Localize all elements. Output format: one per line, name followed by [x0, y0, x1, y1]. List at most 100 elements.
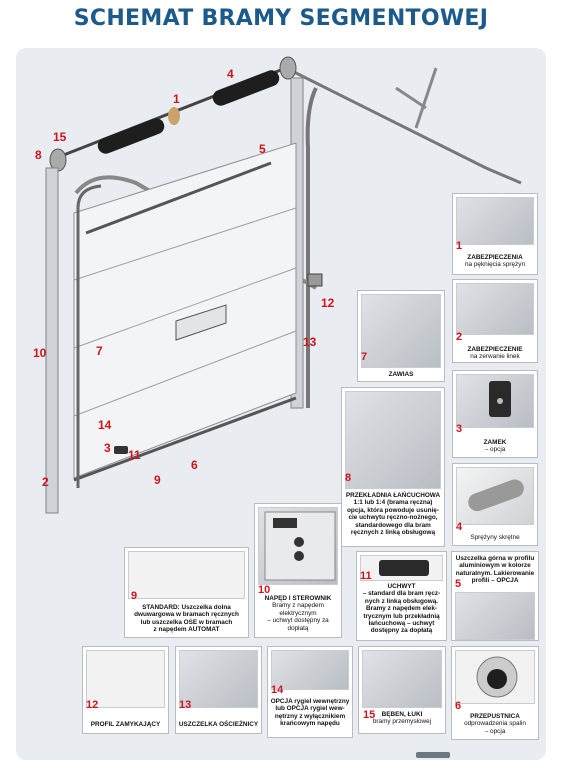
card-caption: Sprężyny skrętne — [470, 534, 520, 541]
label-8: 8 — [35, 148, 42, 162]
photo-chain-hoist — [345, 391, 441, 489]
photo-damper — [455, 650, 535, 704]
photo-inner-bolt — [271, 650, 349, 690]
door-diagram — [45, 56, 522, 514]
spring-left — [97, 118, 165, 154]
card-number: 12 — [86, 699, 99, 711]
end-bracket — [307, 273, 323, 287]
card-caption: ZAMEK — [483, 439, 507, 446]
card-caption: na zerwanie linek — [470, 353, 520, 361]
card-number: 14 — [271, 684, 284, 696]
left-vertical-track — [76, 184, 102, 488]
photo-handle — [360, 555, 443, 581]
photo-hinge — [361, 294, 441, 368]
left-frame-post — [45, 167, 59, 514]
card-caption: dopłatą — [287, 624, 309, 632]
card-number: 5 — [455, 578, 462, 590]
label-4: 4 — [227, 67, 234, 81]
label-3: 3 — [104, 441, 111, 455]
card-number: 7 — [361, 351, 368, 363]
card-number: 13 — [179, 699, 192, 711]
drum — [279, 56, 297, 80]
photo-lock — [456, 374, 534, 428]
card-lock: 3 ZAMEK– opcja — [452, 370, 538, 458]
card-caption: NAPĘD I STEROWNIK — [264, 595, 332, 602]
card-caption: łańcuchową – uchwyt — [368, 620, 435, 628]
photo-top-seal — [455, 592, 535, 640]
card-caption: BĘBEN, ŁUKI — [381, 711, 423, 718]
photo-drum-curves — [362, 650, 442, 708]
photo-springs — [456, 467, 534, 525]
card-caption: lub OPCJA rygiel wew- — [275, 705, 345, 713]
card-number: 11 — [360, 570, 372, 582]
label-6: 6 — [191, 458, 198, 472]
card-frame-seal: 13 USZCZELKA OŚCIEŻNICY — [175, 646, 262, 734]
bottom-seal — [73, 396, 297, 482]
page-title: SCHEMAT BRAMY SEGMENTOWEJ — [73, 6, 489, 31]
handle-icon — [379, 560, 429, 576]
label-2: 2 — [42, 475, 49, 489]
photo-spring-breaker — [456, 197, 534, 245]
label-11: 11 — [128, 448, 141, 462]
card-caption: – standard dla bram ręcz- — [362, 590, 441, 598]
card-closing-profile: 12 PROFIL ZAMYKAJĄCY — [82, 646, 169, 734]
spring-breaker — [168, 107, 180, 125]
spring-right — [212, 70, 280, 106]
label-5: 5 — [259, 142, 266, 156]
spring-icon — [468, 479, 524, 512]
card-caption: aluminiowym w kolorze — [459, 562, 531, 570]
card-number: 3 — [456, 423, 463, 435]
card-caption: STANDARD: Uszczelka dolna — [142, 604, 231, 611]
photo-controller — [258, 507, 338, 585]
card-caption: cie uchwytu ręczno-nożnego, — [348, 514, 438, 522]
card-caption: trycznym lub przekładnią — [363, 612, 440, 620]
card-caption: – opcja — [484, 727, 506, 735]
card-number: 8 — [345, 472, 352, 484]
card-caption: PRZEKŁADNIA ŁAŃCUCHOWA — [345, 492, 441, 499]
card-number: 9 — [131, 590, 138, 602]
panel-joint-2 — [73, 267, 297, 349]
card-number: 15 — [363, 709, 376, 721]
card-caption: PROFIL ZAMYKAJĄCY — [90, 721, 161, 728]
card-caption: nętrzny z wyłącznikiem — [274, 712, 346, 720]
label-15: 15 — [53, 130, 67, 144]
photo-bottom-seal — [128, 551, 245, 599]
photo-cable-breaker — [456, 283, 534, 335]
card-caption: Bramy z napędem — [272, 602, 324, 610]
card-caption: profili – OPCJA — [471, 577, 519, 585]
top-seal — [85, 161, 272, 235]
label-1: 1 — [173, 92, 180, 106]
card-number: 1 — [456, 240, 463, 252]
lock-icon — [489, 381, 511, 417]
left-horizontal-track — [74, 175, 318, 290]
card-caption: odprowadzenia spalin — [464, 720, 526, 728]
card-handle: 11 UCHWYT– standard dla bram ręcz-nych z… — [356, 551, 447, 641]
card-caption: krańcowym napędu — [280, 720, 340, 728]
window — [175, 304, 227, 341]
photo-frame-seal — [179, 650, 258, 708]
photo-closing-profile — [86, 650, 165, 708]
card-caption: 1:1 lub 1:4 (brama ręczna) — [353, 499, 433, 507]
panel-joint-3 — [73, 330, 297, 417]
right-vertical-track — [305, 87, 318, 408]
card-caption: na pęknięcia sprężyn — [464, 261, 526, 269]
card-number: 6 — [455, 700, 462, 712]
door-handle — [114, 446, 128, 454]
card-caption: UCHWYT — [387, 583, 416, 590]
label-13: 13 — [303, 335, 317, 349]
horizontal-track — [285, 66, 522, 185]
card-caption: z napędem AUTOMAT — [153, 626, 220, 634]
card-caption: ZAWIAS — [388, 371, 414, 378]
panel-joint-1 — [73, 207, 297, 281]
card-caption: dwuwargowa w bramach ręcznych — [134, 611, 239, 619]
ceiling-strut — [395, 67, 438, 129]
label-9: 9 — [154, 473, 161, 487]
card-number: 10 — [258, 584, 271, 596]
